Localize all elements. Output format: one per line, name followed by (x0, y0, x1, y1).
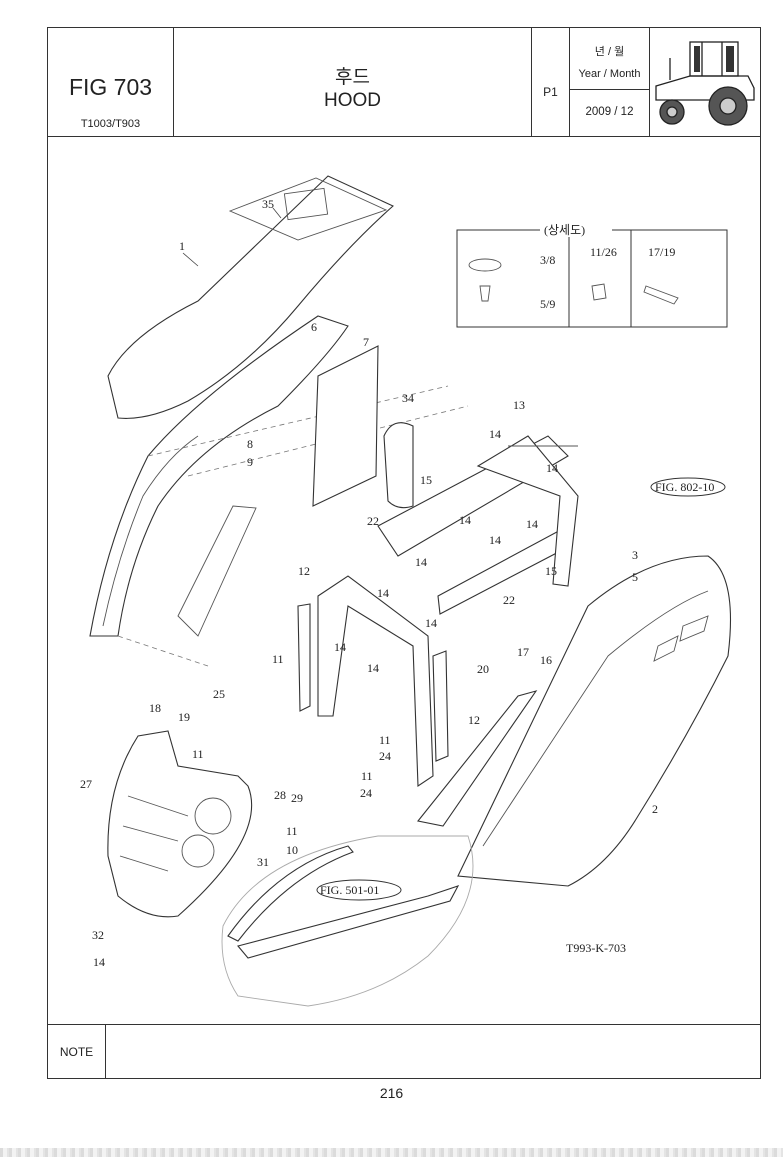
callout-27: 27 (80, 777, 92, 791)
callout-20: 20 (477, 662, 489, 676)
callout-17: 17 (517, 645, 529, 659)
callout-2: 2 (652, 802, 658, 816)
title-korean: 후드 (335, 67, 370, 88)
side-plate (312, 345, 379, 507)
bottom-frame (221, 835, 474, 1007)
hood-frame (89, 315, 469, 667)
callout-15-a: 15 (420, 473, 432, 487)
callout-18: 18 (149, 701, 161, 715)
date-label-korean: 년 / 월 (594, 46, 625, 58)
callout-7: 7 (363, 335, 369, 349)
fig-number: FIG 703 (68, 74, 153, 100)
hood-top-panel (107, 175, 394, 419)
detail-box (456, 221, 728, 328)
callout-15-b: 15 (545, 564, 557, 578)
reference-fig-501-01: FIG. 501-01 (320, 883, 379, 897)
callout-labels: 35 1 6 7 8 9 34 13 14 14 14 14 14 14 14 … (80, 197, 658, 969)
front-grille (107, 730, 253, 918)
callout-12-a: 12 (298, 564, 310, 578)
detail-label-17-19: 17/19 (648, 245, 675, 259)
callout-14-d: 14 (489, 533, 501, 547)
callout-11-d: 11 (361, 769, 373, 783)
detail-title: (상세도) (544, 223, 585, 237)
callout-19: 19 (178, 710, 190, 724)
callout-9: 9 (247, 455, 253, 469)
callout-35: 35 (262, 197, 274, 211)
side-strip-left (297, 603, 311, 712)
callout-11-b: 11 (192, 747, 204, 761)
title-block: FIG 703 T1003/T903 후드 HOOD P1 년 / 월 Year… (48, 28, 760, 137)
callout-5: 5 (632, 570, 638, 584)
note-row: NOTE (48, 1024, 760, 1078)
hood-arch (317, 575, 434, 788)
model-number: T1003/T903 (80, 118, 141, 130)
callout-14-j: 14 (367, 661, 379, 675)
date-value: 2009 / 12 (585, 106, 634, 118)
callout-25: 25 (213, 687, 225, 701)
side-panel-right (417, 555, 732, 887)
support-brackets (377, 422, 579, 615)
callout-8: 8 (247, 437, 253, 451)
callout-6: 6 (311, 320, 317, 334)
callout-24-b: 24 (360, 786, 372, 800)
title-cell: 후드 HOOD (174, 28, 532, 136)
tractor-icon (655, 41, 755, 126)
page-cell: P1 (532, 28, 570, 136)
page-number: 216 (379, 1085, 404, 1101)
callout-14-e: 14 (526, 517, 538, 531)
scan-artifact-strip (0, 1148, 783, 1157)
callout-22-a: 22 (367, 514, 379, 528)
callout-1: 1 (179, 239, 185, 253)
detail-label-5-9: 5/9 (540, 297, 555, 311)
callout-31: 31 (257, 855, 269, 869)
callout-14-i: 14 (334, 640, 346, 654)
reference-fig-802-10: FIG. 802-10 (655, 480, 714, 494)
callout-22-b: 22 (503, 593, 515, 607)
date-cell: 년 / 월 Year / Month 2009 / 12 (570, 28, 650, 136)
callout-14-k: 14 (93, 955, 105, 969)
exploded-parts-diagram: (상세도) 3/8 5/9 11/26 17/19 FIG. 802-10 FI… (80, 175, 732, 1007)
callout-14-h: 14 (425, 616, 437, 630)
detail-label-11-26: 11/26 (590, 245, 617, 259)
callout-13: 13 (513, 398, 525, 412)
callout-29: 29 (291, 791, 303, 805)
callout-11-c: 11 (379, 733, 391, 747)
side-strip-right (432, 650, 449, 762)
date-label-english: Year / Month (578, 68, 641, 80)
callout-14-g: 14 (377, 586, 389, 600)
callout-32: 32 (92, 928, 104, 942)
callout-14-c: 14 (459, 513, 471, 527)
page-frame: FIG 703 T1003/T903 후드 HOOD P1 년 / 월 Year… (47, 27, 761, 1079)
callout-14-b: 14 (546, 461, 558, 475)
detail-label-3-8: 3/8 (540, 253, 555, 267)
callout-34: 34 (402, 391, 414, 405)
note-label: NOTE (48, 1025, 106, 1078)
callout-24-a: 24 (379, 749, 391, 763)
fig-cell: FIG 703 T1003/T903 (48, 28, 174, 136)
callout-12-b: 12 (468, 713, 480, 727)
callout-10: 10 (286, 843, 298, 857)
callout-11-e: 11 (286, 824, 298, 838)
tractor-image-cell (650, 28, 762, 136)
callout-3: 3 (632, 548, 638, 562)
drawing-code: T993-K-703 (566, 941, 626, 955)
page-label: P1 (543, 85, 558, 99)
callout-28: 28 (274, 788, 286, 802)
title-english: HOOD (324, 90, 381, 111)
callout-16: 16 (540, 653, 552, 667)
callout-14-f: 14 (415, 555, 427, 569)
callout-11-a: 11 (272, 652, 284, 666)
callout-14-a: 14 (489, 427, 501, 441)
